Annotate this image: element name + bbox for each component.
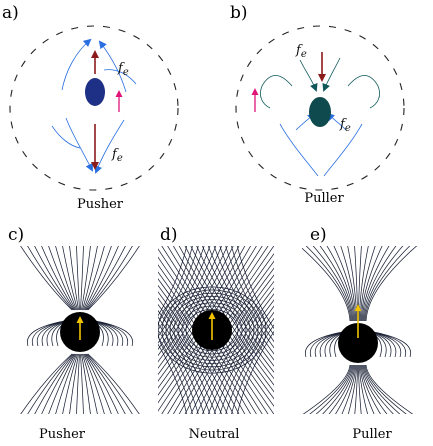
panel-c-field-lines bbox=[20, 246, 140, 414]
panel-a-label: a) bbox=[2, 3, 19, 23]
panel-b-boundary bbox=[235, 25, 405, 191]
panel-d: d) Neutral bbox=[158, 225, 274, 442]
panel-e-caption: Puller bbox=[352, 427, 392, 442]
panel-b-label: b) bbox=[230, 3, 248, 23]
panel-a-flow-lines bbox=[51, 38, 137, 174]
panel-a-swimmer-body bbox=[85, 78, 105, 106]
panel-c-caption: Pusher bbox=[39, 427, 86, 442]
panel-c: c) Pusher bbox=[8, 225, 140, 442]
panel-d-caption: Neutral bbox=[189, 427, 240, 442]
panel-a: a) fe fe Pusher bbox=[2, 3, 179, 212]
panel-a-force-label-bottom: fe bbox=[111, 147, 123, 164]
panel-e: e) Puller bbox=[302, 225, 418, 442]
panel-b-force-label-top: fe bbox=[295, 43, 307, 60]
panel-e-field-lines bbox=[302, 246, 418, 414]
panel-a-force-label-top: fe bbox=[117, 61, 129, 78]
panel-c-label: c) bbox=[8, 225, 24, 245]
panel-e-swimmer-disk bbox=[338, 323, 378, 363]
panel-b-caption: Puller bbox=[304, 191, 344, 206]
panel-e-label: e) bbox=[310, 225, 327, 245]
panel-b-swimmer-body bbox=[309, 97, 331, 127]
panel-b-force-label-bottom: fe bbox=[339, 117, 351, 134]
panel-a-caption: Pusher bbox=[77, 197, 124, 212]
panel-d-label: d) bbox=[160, 225, 178, 245]
panel-b: b) fe fe Puller bbox=[230, 3, 405, 206]
panel-a-boundary bbox=[9, 25, 179, 191]
